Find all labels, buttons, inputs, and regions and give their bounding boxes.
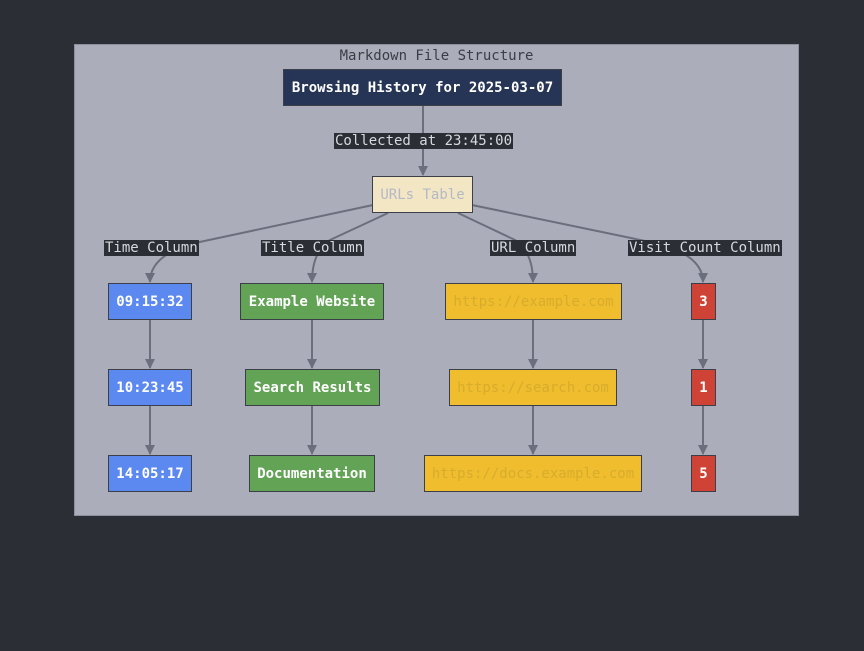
- title-node-2: Search Results: [245, 369, 380, 406]
- root-edge-label: Collected at 23:45:00: [334, 133, 514, 149]
- time-column-label: Time Column: [104, 240, 199, 256]
- title-node-1: Example Website: [240, 283, 384, 320]
- title-column-label: Title Column: [261, 240, 365, 256]
- url-node-2: https://search.com: [449, 369, 617, 406]
- time-node-1: 09:15:32: [108, 283, 192, 320]
- count-node-2: 1: [691, 369, 716, 406]
- count-node-1: 3: [691, 283, 716, 320]
- url-node-3: https://docs.example.com: [424, 455, 642, 492]
- markdown-file-cluster: Markdown File Structure: [74, 44, 799, 516]
- cluster-title: Markdown File Structure: [339, 48, 534, 64]
- url-node-1: https://example.com: [445, 283, 622, 320]
- title-node-3: Documentation: [249, 455, 375, 492]
- time-node-3: 14:05:17: [108, 455, 192, 492]
- time-node-2: 10:23:45: [108, 369, 192, 406]
- count-node-3: 5: [691, 455, 716, 492]
- visit-count-column-label: Visit Count Column: [628, 240, 782, 256]
- url-column-label: URL Column: [490, 240, 577, 256]
- root-node: Browsing History for 2025-03-07: [283, 69, 562, 106]
- urls-table-node: URLs Table: [372, 176, 473, 213]
